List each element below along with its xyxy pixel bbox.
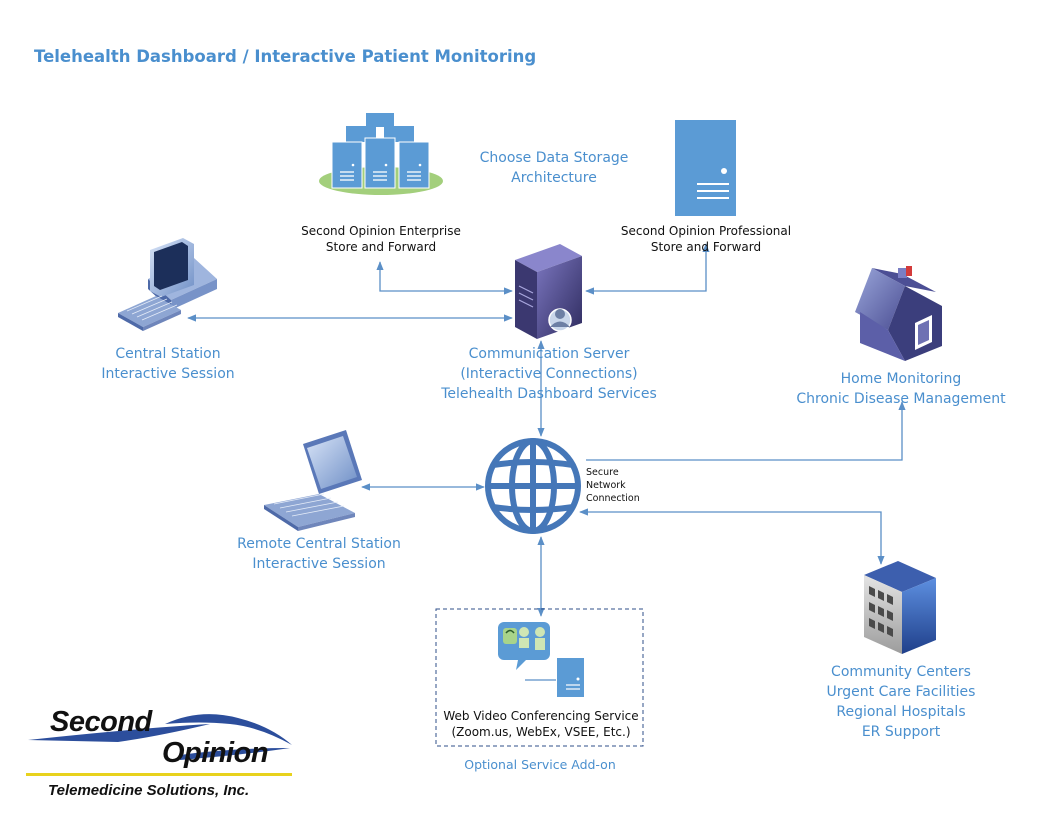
web-video-label: Web Video Conferencing Service (Zoom.us,… (443, 709, 639, 739)
professional-label: Second Opinion Professional Store and Fo… (620, 224, 792, 254)
hospital-building-icon (864, 561, 936, 654)
professional-server-icon (675, 120, 736, 216)
logo-tagline: Telemedicine Solutions, Inc. (48, 782, 250, 799)
optional-service-box (435, 608, 644, 747)
enterprise-label: Second Opinion Enterprise Store and Forw… (301, 224, 461, 254)
communication-server-label: Communication Server (Interactive Connec… (441, 346, 657, 402)
connectors (187, 243, 906, 617)
enterprise-server-cluster-icon (319, 113, 443, 195)
home-monitoring-label: Home Monitoring Chronic Disease Manageme… (796, 371, 1006, 407)
logo-swoosh (26, 714, 292, 776)
logo-word-opinion: Opinion (162, 737, 269, 769)
remote-station-label: Remote Central Station Interactive Sessi… (237, 536, 401, 572)
facilities-label: Community Centers Urgent Care Facilities… (826, 664, 976, 740)
central-station-label: Central Station Interactive Session (101, 346, 235, 382)
video-conference-icon (498, 622, 556, 681)
page-title: Telehealth Dashboard / Interactive Patie… (34, 47, 537, 66)
secure-network-label: Secure Network Connection (586, 467, 640, 504)
link-network-home (586, 401, 906, 461)
link-network-facilities (579, 508, 885, 565)
link-professional-server (585, 243, 710, 295)
logo-word-second: Second (50, 706, 152, 738)
desktop-computer-icon (118, 238, 217, 331)
video-server-icon (557, 658, 584, 697)
home-icon (855, 266, 942, 361)
storage-choice-label: Choose Data Storage Architecture (479, 150, 629, 186)
laptop-icon (264, 430, 362, 531)
optional-addon-label: Optional Service Add-on (464, 757, 616, 772)
globe-icon (485, 438, 581, 534)
communication-server-icon (515, 244, 582, 339)
link-enterprise-server (376, 261, 513, 295)
